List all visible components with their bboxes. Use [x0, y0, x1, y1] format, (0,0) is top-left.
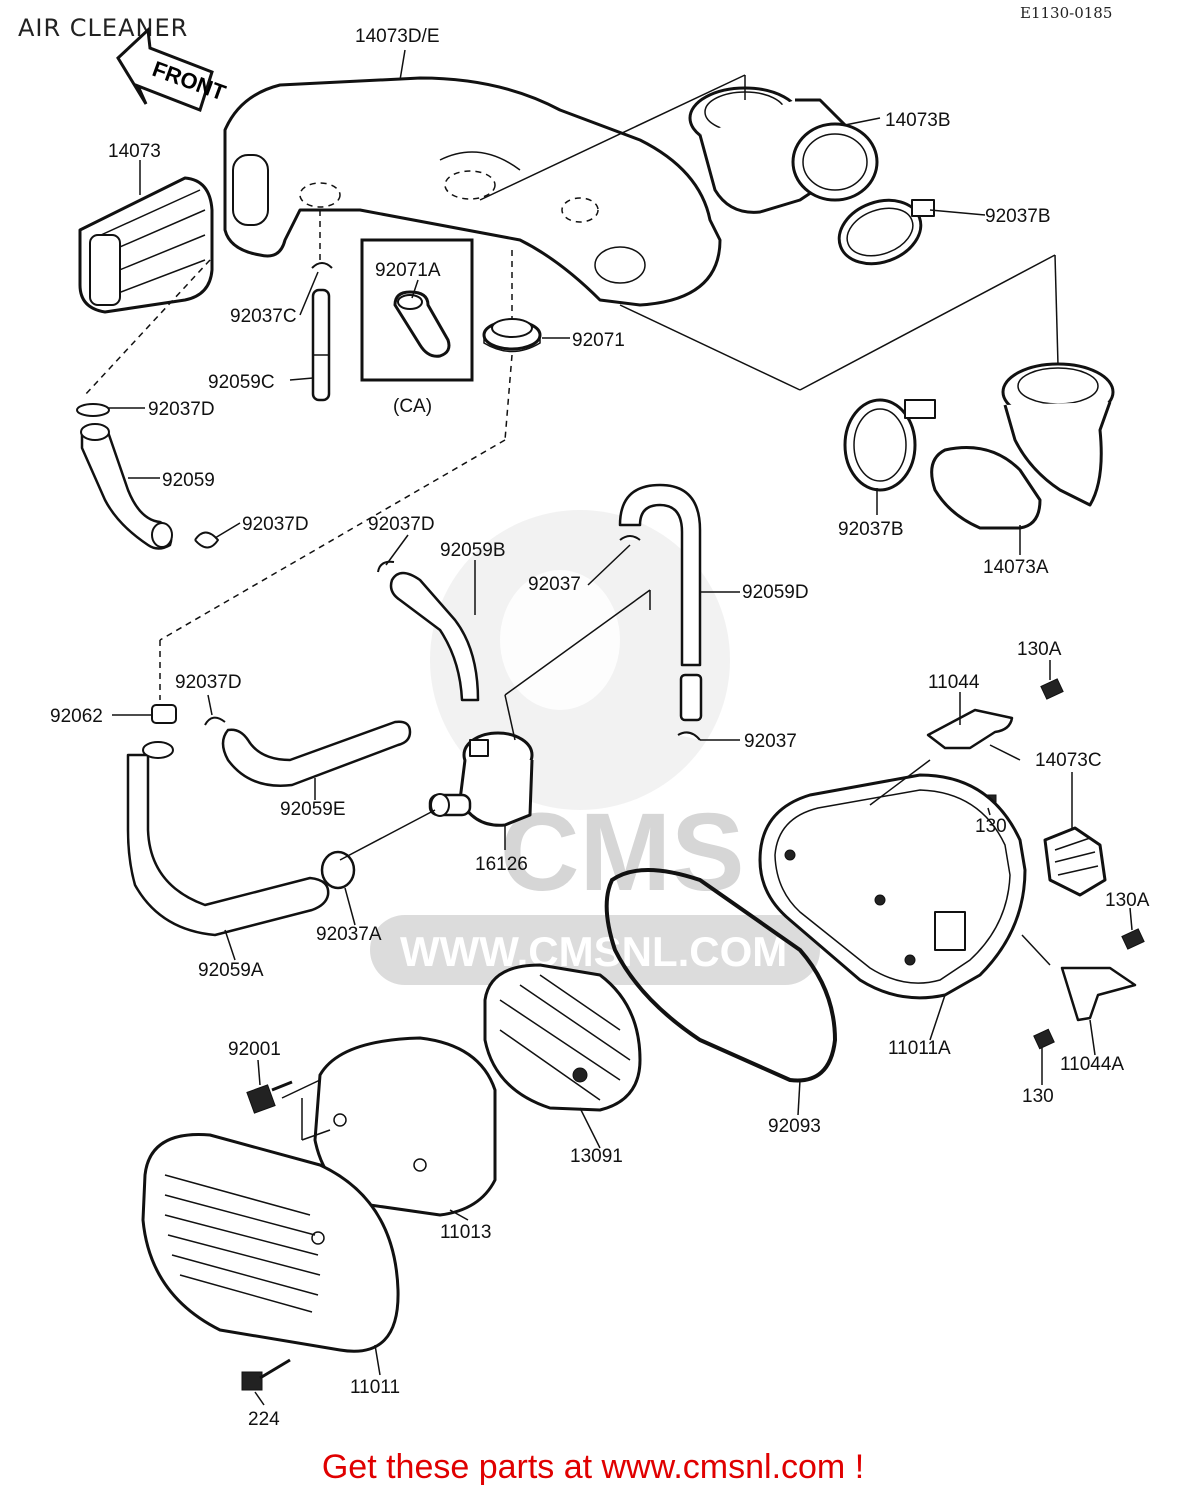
label-92093: 92093: [768, 1116, 821, 1137]
label-92059a: 92059A: [198, 960, 264, 981]
clamp-92037b-top: [837, 198, 935, 266]
label-92059b: 92059B: [440, 540, 506, 561]
label-92037b-mid: 92037B: [838, 519, 904, 540]
seal-92093: [604, 868, 838, 1083]
footer-promo-link[interactable]: Get these parts at www.cmsnl.com !: [321, 1448, 865, 1486]
hose-92059a: [126, 741, 330, 937]
clip-92037a: [320, 850, 356, 890]
label-130-2: 130: [1022, 1086, 1054, 1107]
label-11013: 11013: [440, 1222, 491, 1243]
hose-92059d: [618, 483, 703, 741]
filter-14073: [78, 176, 214, 314]
label-92059: 92059: [162, 470, 215, 491]
elbow-14073b: [688, 86, 879, 214]
watermark-url: WWW.CMSNL.COM: [400, 928, 787, 975]
label-14073: 14073: [108, 141, 161, 162]
watermark-brand: CMS: [500, 791, 744, 914]
hose-92059c: [311, 262, 333, 402]
label-224: 224: [248, 1409, 280, 1430]
label-14073c: 14073C: [1035, 750, 1102, 771]
label-92037-2: 92037: [744, 731, 797, 752]
bolt-130a-2: [1121, 928, 1145, 950]
diagram-reference-code: E1130-0185: [1020, 4, 1113, 22]
hose-92059b: [377, 560, 480, 702]
label-130a-2: 130A: [1105, 890, 1150, 911]
label-92037a: 92037A: [316, 924, 382, 945]
elbow-14073a: [930, 362, 1115, 530]
label-92071a: 92071A: [375, 260, 441, 281]
label-92059c: 92059C: [208, 372, 275, 393]
label-130-1: 130: [975, 816, 1007, 837]
label-ca: (CA): [393, 396, 432, 417]
filter-13091: [483, 963, 642, 1112]
label-14073a: 14073A: [983, 557, 1049, 578]
label-130a-1: 130A: [1017, 639, 1062, 660]
valve-16126: [428, 731, 534, 827]
leader-lines: [84, 49, 1133, 1406]
label-92071: 92071: [572, 330, 625, 351]
label-13091: 13091: [570, 1146, 623, 1167]
boot-14073c: [1043, 826, 1107, 897]
part-labels: 14073D/E 14073 14073B 92037B 92071A (CA)…: [50, 26, 1150, 1430]
label-16126: 16126: [475, 854, 528, 875]
label-92059e: 92059E: [280, 799, 346, 820]
label-92001: 92001: [228, 1039, 281, 1060]
hose-92059e: [204, 716, 412, 787]
label-92037d-4: 92037D: [175, 672, 242, 693]
label-92037d-1: 92037D: [148, 399, 215, 420]
label-11044: 11044: [928, 672, 980, 693]
clip-92037d-2: [194, 531, 219, 549]
bracket-11044: [926, 708, 1014, 750]
label-92059d: 92059D: [742, 582, 809, 603]
bolt-130a-1: [1040, 678, 1064, 700]
bolt-130-2: [1033, 1028, 1055, 1050]
cap-92062: [151, 704, 177, 724]
part-92071a-box: [360, 238, 474, 382]
air-duct-14073de: [223, 76, 722, 307]
page-title: AIR CLEANER: [18, 14, 189, 42]
label-11044a: 11044A: [1060, 1054, 1124, 1075]
front-direction-arrow: FRONT: [116, 26, 229, 112]
case-11011a: [758, 773, 1027, 1000]
label-92037d-2: 92037D: [242, 514, 309, 535]
label-11011: 11011: [350, 1377, 400, 1398]
hose-92059: [76, 403, 173, 550]
cover-11011: [141, 1133, 400, 1353]
label-92037-1: 92037: [528, 574, 581, 595]
label-92037c: 92037C: [230, 306, 297, 327]
bracket-11044a: [1060, 966, 1137, 1022]
label-11011a: 11011A: [888, 1038, 951, 1059]
label-14073b: 14073B: [885, 110, 951, 131]
label-92037d-3: 92037D: [368, 514, 435, 535]
clamp-92037b-mid: [843, 398, 936, 492]
bolt-92001: [246, 1080, 293, 1114]
screw-224: [241, 1358, 291, 1391]
label-92062: 92062: [50, 706, 103, 727]
label-14073de: 14073D/E: [355, 26, 440, 47]
label-92037b-top: 92037B: [985, 206, 1051, 227]
grommet-92071: [482, 318, 542, 353]
